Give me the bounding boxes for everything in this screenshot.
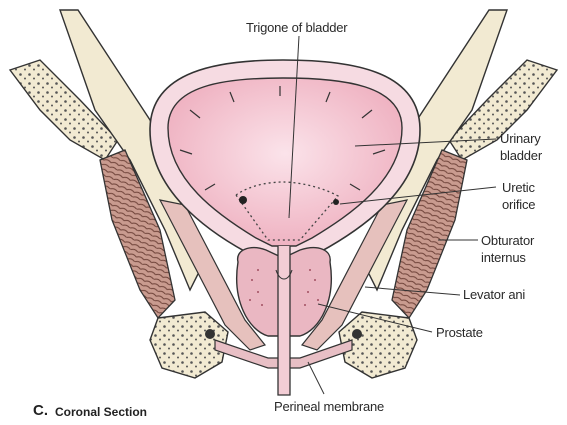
label-trigone: Trigone of bladder (246, 20, 347, 35)
figure-caption: Coronal Section (55, 405, 147, 419)
urethra (278, 246, 290, 395)
label-ureteric-line1: Uretic (502, 180, 535, 195)
figure-letter: C. (33, 402, 48, 419)
label-ureteric-line2: orifice (502, 197, 535, 212)
label-urinary-line2: bladder (500, 148, 542, 163)
label-urinary-line1: Urinary (500, 131, 541, 146)
label-perineal-membrane: Perineal membrane (274, 399, 384, 414)
label-obturator-line2: internus (481, 250, 526, 265)
label-prostate: Prostate (436, 325, 483, 340)
label-obturator-line1: Obturator (481, 233, 534, 248)
label-levator-ani: Levator ani (463, 287, 525, 302)
